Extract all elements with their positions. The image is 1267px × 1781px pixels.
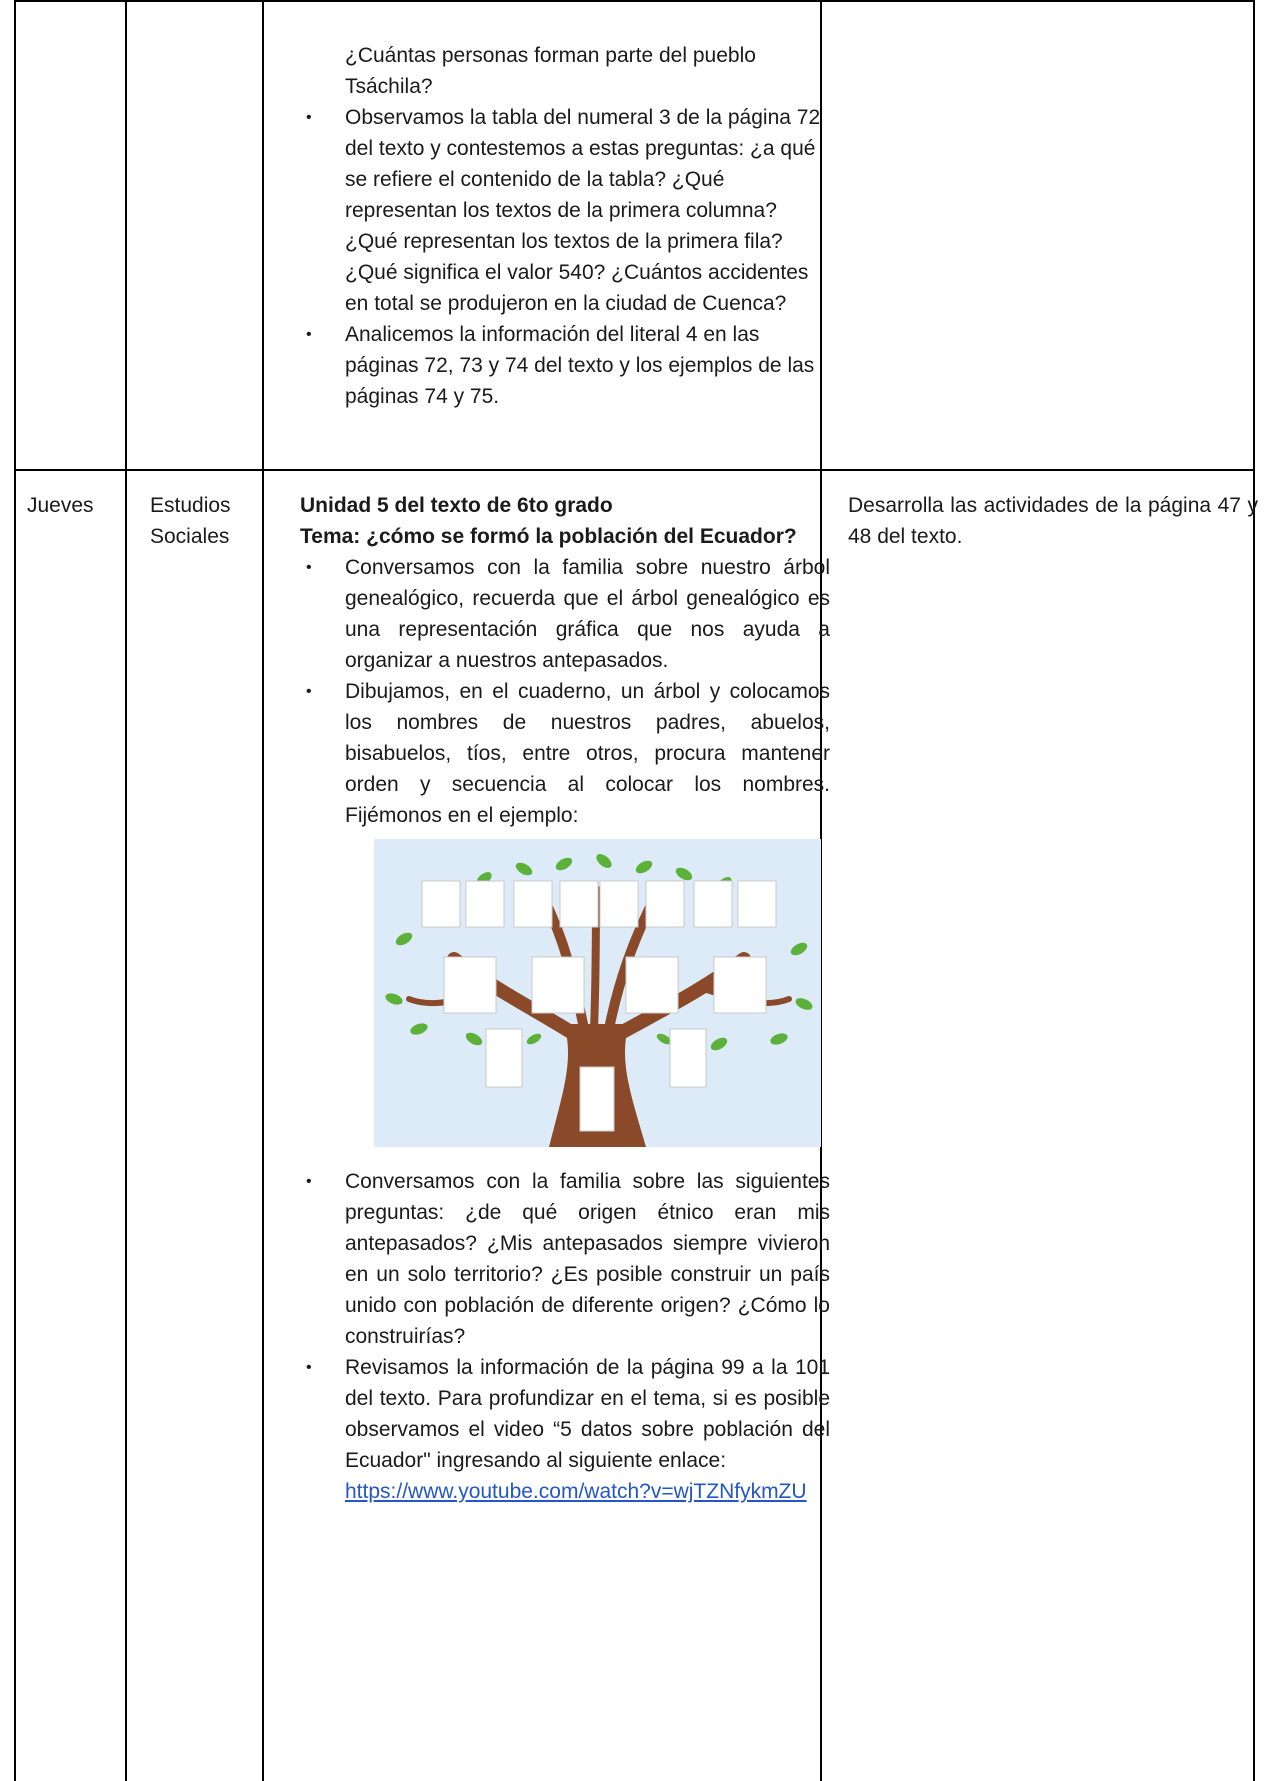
- list-item-text: Conversamos con la familia sobre las sig…: [345, 1170, 830, 1348]
- day-cell: Jueves: [27, 494, 94, 517]
- list-item: • Observamos la tabla del numeral 3 de l…: [300, 102, 830, 257]
- subject-cell: Estudios Sociales: [150, 494, 231, 548]
- list-item-text: Analicemos la información del literal 4 …: [345, 323, 815, 408]
- list-item-text: Conversamos con la familia sobre nuestro…: [345, 556, 830, 672]
- bullet-icon: •: [306, 1173, 312, 1190]
- bullet-icon: •: [306, 1359, 312, 1376]
- list-item-text: Revisamos la información de la página 99…: [345, 1356, 830, 1472]
- column-divider-3: [820, 0, 822, 1781]
- list-item-text: Observamos la tabla del numeral 3 de la …: [345, 106, 821, 253]
- list-item-text: Dibujamos, en el cuaderno, un árbol y co…: [345, 680, 830, 827]
- list-item: • Analicemos la información del literal …: [300, 319, 830, 412]
- row2-content: Unidad 5 del texto de 6to grado Tema: ¿c…: [300, 490, 830, 1507]
- table-border-right: [1253, 0, 1255, 1781]
- column-divider-1: [125, 0, 127, 1781]
- carry-over-question: ¿Cuántas personas forman parte del puebl…: [345, 44, 756, 98]
- row-divider: [14, 469, 1255, 471]
- unit-heading: Unidad 5 del texto de 6to grado: [300, 494, 613, 517]
- family-tree-image: [374, 839, 821, 1147]
- row-divider-top: [14, 0, 1255, 2]
- list-item: • Conversamos con la familia sobre nuest…: [300, 552, 830, 676]
- video-link[interactable]: https://www.youtube.com/watch?v=wjTZNfyk…: [345, 1480, 807, 1503]
- list-item-continuation: ¿Qué significa el valor 540? ¿Cuántos ac…: [345, 261, 809, 315]
- list-item: • Revisamos la información de la página …: [300, 1352, 830, 1476]
- bullet-icon: •: [306, 109, 312, 126]
- table-border-left: [14, 0, 16, 1781]
- activities-cell: Desarrolla las actividades de la página …: [848, 494, 1258, 548]
- topic-heading: Tema: ¿cómo se formó la población del Ec…: [300, 525, 797, 548]
- column-divider-2: [262, 0, 264, 1781]
- row1-content: ¿Cuántas personas forman parte del puebl…: [300, 40, 830, 412]
- list-item: • Dibujamos, en el cuaderno, un árbol y …: [300, 676, 830, 831]
- list-item: • Conversamos con la familia sobre las s…: [300, 1166, 830, 1352]
- bullet-icon: •: [306, 326, 312, 343]
- bullet-icon: •: [306, 683, 312, 700]
- bullet-icon: •: [306, 559, 312, 576]
